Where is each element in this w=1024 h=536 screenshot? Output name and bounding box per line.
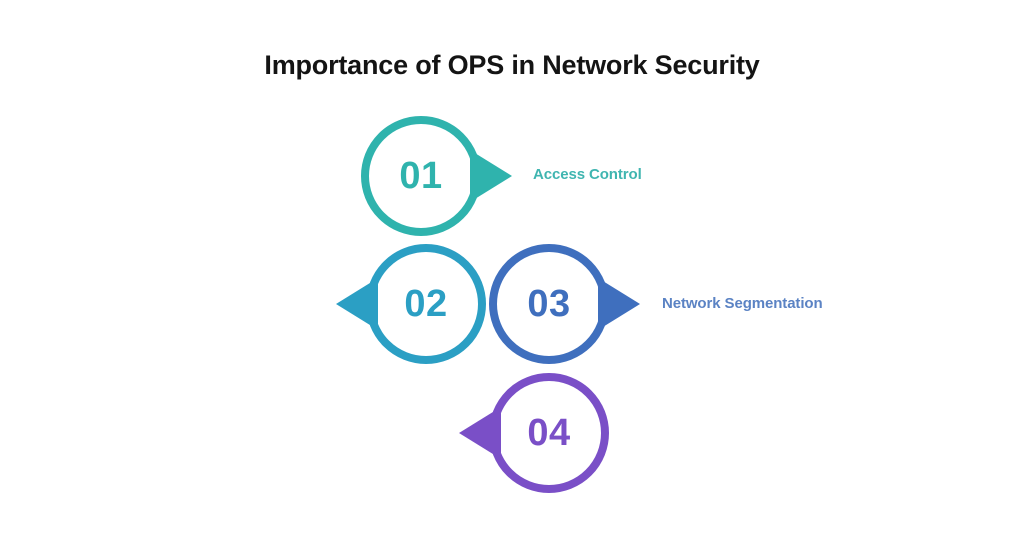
circle-number-03: 03 [527,282,571,325]
arrow-left-icon-02 [336,278,378,330]
arrow-right-icon-03 [598,278,640,330]
circle-number-02: 02 [404,282,448,325]
node-label-01: Access Control [533,166,642,183]
circle-number-04: 04 [527,411,571,454]
circle-number-01: 01 [399,154,443,197]
arrow-left-icon-04 [459,407,501,459]
arrow-right-icon-01 [470,150,512,202]
page-title: Importance of OPS in Network Security [264,50,760,80]
node-label-03: Network Segmentation [662,295,823,312]
